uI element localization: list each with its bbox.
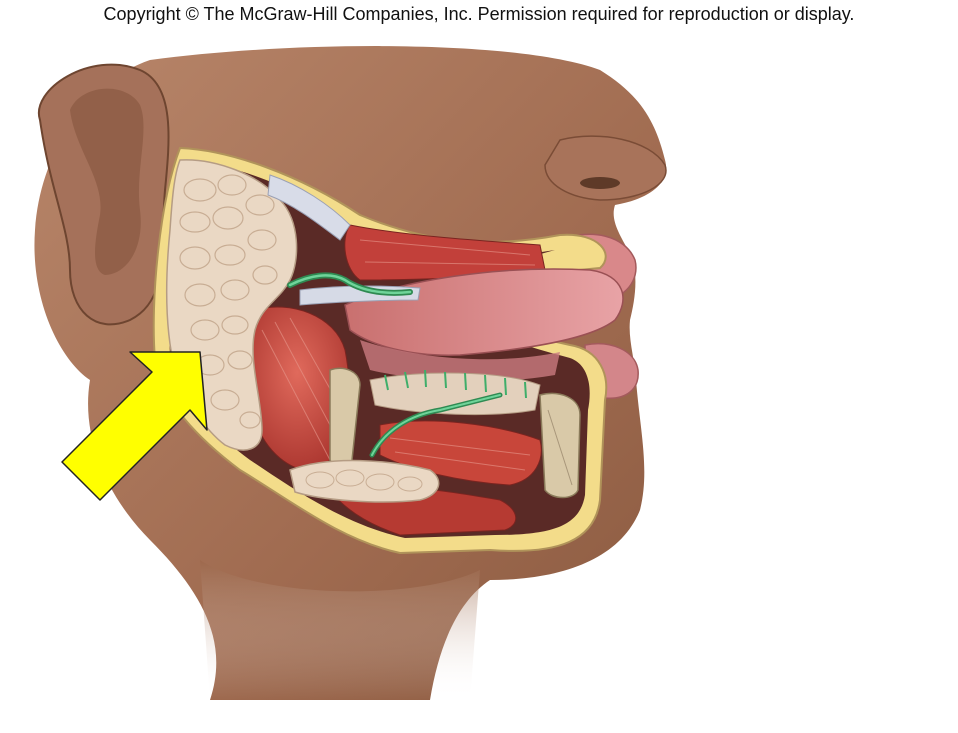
tongue-underside: [360, 340, 560, 382]
nostril: [580, 177, 620, 189]
arrow-icon: [61, 351, 208, 501]
anatomy-illustration: [34, 46, 667, 701]
neck-fade: [200, 560, 480, 700]
submandibular-gland: [289, 459, 440, 503]
copyright-notice: Copyright © The McGraw-Hill Companies, I…: [103, 4, 855, 24]
submandibular-duct-highlight: [371, 394, 501, 456]
submandibular-lobules: [305, 469, 423, 492]
parotid-duct-highlight: [288, 274, 412, 295]
nose: [544, 135, 667, 201]
sublingual-ducts: [384, 369, 527, 399]
ear-inner: [70, 88, 144, 276]
tendon-band-upper: [267, 174, 351, 241]
parotid-lobules: [179, 174, 278, 429]
mandible-section-front: [539, 392, 581, 499]
